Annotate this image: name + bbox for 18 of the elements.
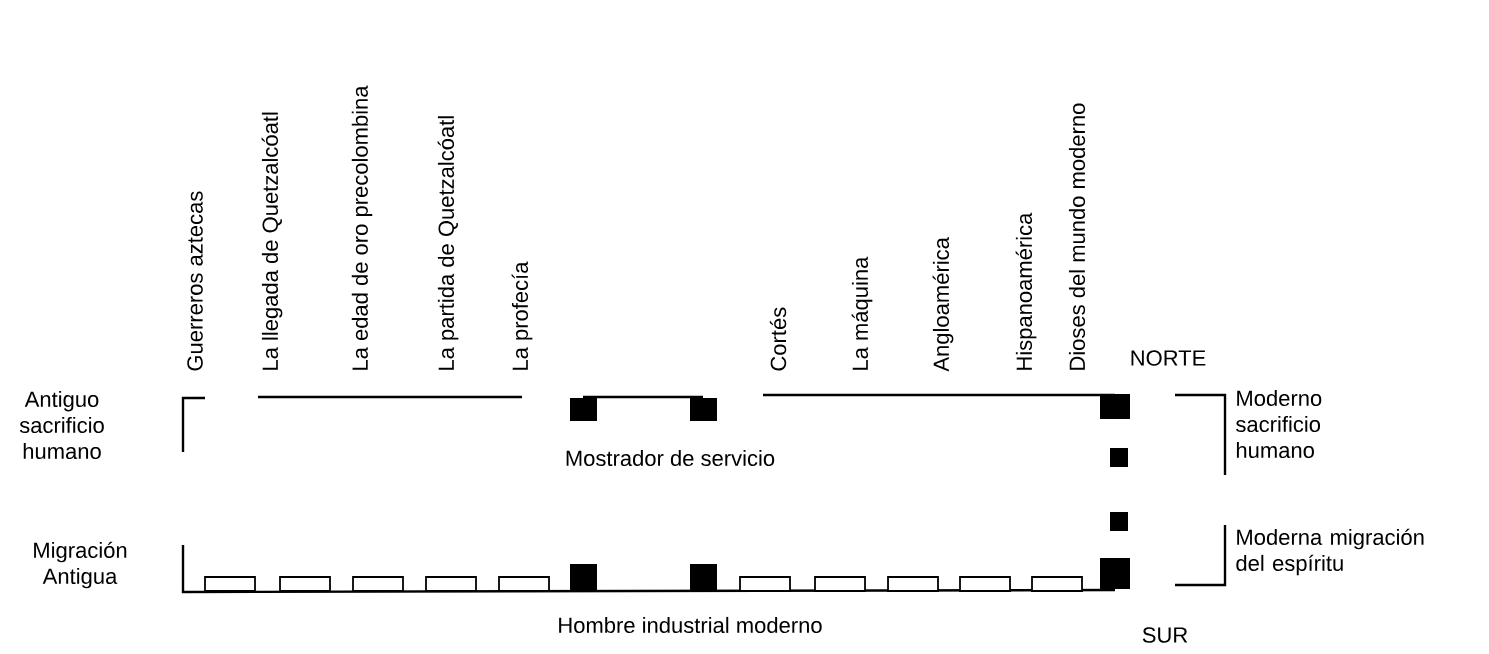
wall-label: Dioses del mundo moderno xyxy=(1068,103,1086,370)
wall-label: Moderna migración del espíritu xyxy=(1236,528,1424,576)
room-label: SUR xyxy=(1142,627,1188,643)
room-label: Mostrador de servicio xyxy=(566,449,775,467)
wall-label: La profecía xyxy=(511,261,533,370)
wall-label: Guerreros aztecas xyxy=(187,191,203,371)
wall-label: La máquina xyxy=(851,256,873,370)
wall-label: La edad de oro precolombina xyxy=(351,85,373,370)
wall-label: Moderno sacrificio humano xyxy=(1236,389,1322,459)
wall-label: Angloamérica xyxy=(932,237,954,372)
room-label: Hombre industrial moderno xyxy=(559,616,822,634)
wall-label: Antiguo sacrificio humano xyxy=(19,390,104,460)
wall-label: Cortés xyxy=(769,307,787,371)
wall-label: La partida de Quetzalcóatl xyxy=(437,116,459,370)
wall-label: Migración Antigua xyxy=(34,541,127,589)
wall-label: Hispanoamérica xyxy=(1015,212,1037,370)
room-label: NORTE xyxy=(1131,350,1206,366)
wall-label: La llegada de Quetzalcóatl xyxy=(261,112,283,370)
